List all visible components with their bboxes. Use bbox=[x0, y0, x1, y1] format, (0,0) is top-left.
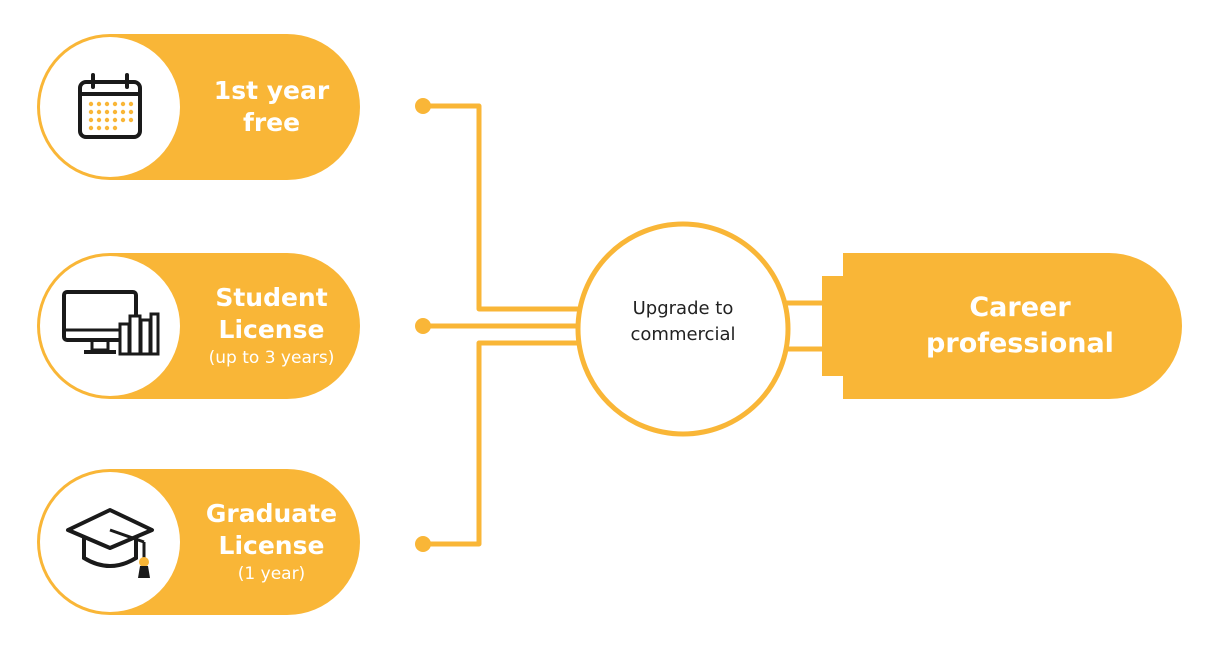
student-license-pill: Student License (up to 3 years) bbox=[37, 253, 360, 399]
hub-label-line1: Upgrade to bbox=[632, 298, 734, 319]
calendar-icon bbox=[78, 73, 142, 139]
pill-label: 1st year free bbox=[183, 34, 360, 180]
computer-books-icon bbox=[62, 290, 160, 356]
icon-circle bbox=[40, 256, 180, 396]
pill-subtitle: (1 year) bbox=[237, 564, 306, 584]
pill-label: Graduate License (1 year) bbox=[183, 469, 360, 615]
pill-title-line2: License bbox=[218, 531, 325, 560]
graduation-cap-icon bbox=[66, 508, 154, 578]
arrow-notch bbox=[822, 276, 876, 376]
first-year-free-pill: 1st year free bbox=[37, 34, 360, 180]
pill-subtitle: (up to 3 years) bbox=[208, 348, 335, 368]
pill-title-line1: 1st year bbox=[213, 76, 330, 105]
pill-title-line1: Student bbox=[215, 283, 328, 312]
icon-circle bbox=[40, 37, 180, 177]
hub-label-line2: commercial bbox=[630, 324, 736, 345]
connector-dot-bottom bbox=[415, 536, 431, 552]
wire-top bbox=[423, 103, 595, 312]
pill-title-line1: Graduate bbox=[205, 499, 338, 528]
icon-circle bbox=[40, 472, 180, 612]
career-professional-label: Career professional bbox=[840, 290, 1200, 362]
hub-label: Upgrade to commercial bbox=[578, 296, 788, 348]
graduate-license-pill: Graduate License (1 year) bbox=[37, 469, 360, 615]
pill-title-line2: License bbox=[218, 315, 325, 344]
wire-bottom bbox=[423, 340, 595, 547]
career-label-line2: professional bbox=[926, 328, 1114, 359]
pill-title-line2: free bbox=[242, 108, 301, 137]
connector-dot-middle bbox=[415, 318, 431, 334]
career-label-line1: Career bbox=[969, 292, 1071, 323]
pill-label: Student License (up to 3 years) bbox=[183, 253, 360, 399]
connector-dot-top bbox=[415, 98, 431, 114]
hub-circle bbox=[575, 221, 791, 437]
career-pill-shape bbox=[822, 253, 1182, 399]
